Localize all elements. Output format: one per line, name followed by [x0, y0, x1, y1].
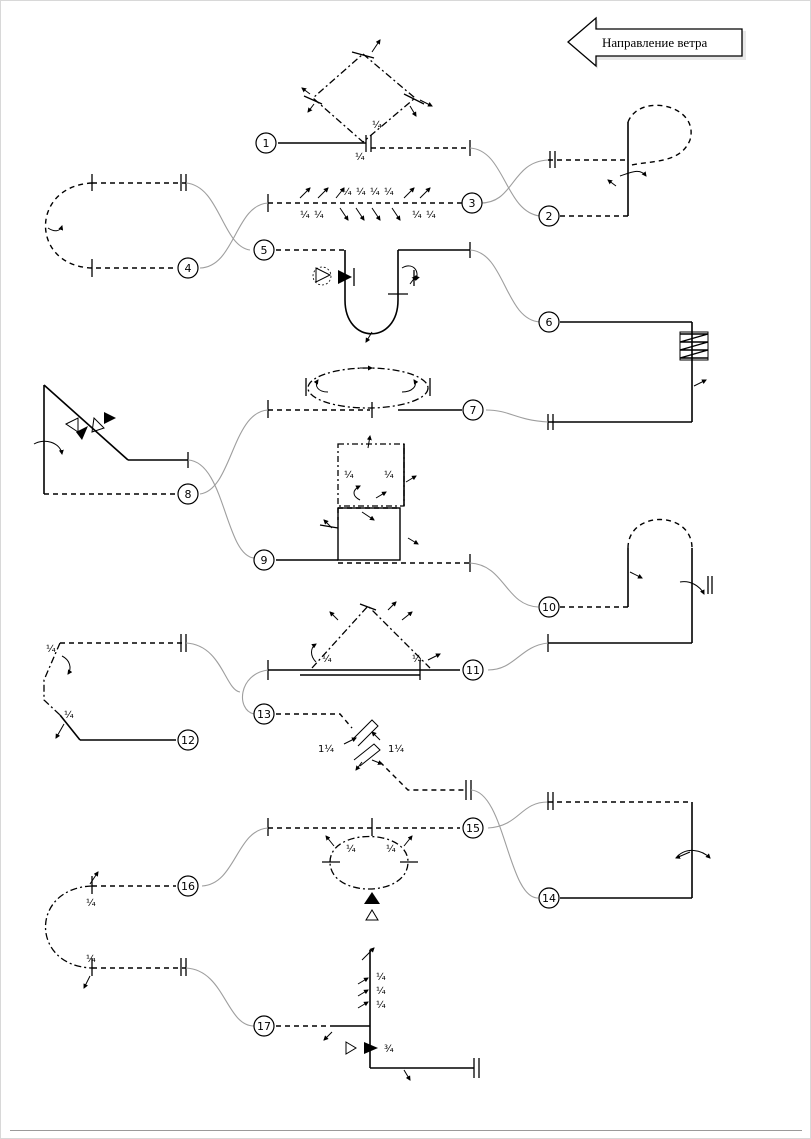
wind-direction-banner: Направление ветра — [567, 16, 746, 69]
figure-number: 10 — [542, 601, 556, 614]
figure-number-marker: 15 — [462, 817, 484, 839]
figure-number: 7 — [470, 404, 477, 417]
fraction-label: ¼ — [346, 843, 356, 855]
diagram-group-1: ¼ ¼ ¼ ¼ ¼ ¼ ¼ ¼ ¼ ¼ — [45, 39, 692, 277]
figure-number: 2 — [546, 210, 553, 223]
fraction-label: ¼ — [384, 186, 394, 198]
figure-number: 6 — [546, 316, 553, 329]
figure-number-marker: 3 — [461, 192, 483, 214]
figure-number-marker: 7 — [462, 399, 484, 421]
fraction-label: ¾ — [384, 1044, 394, 1055]
figure-number: 4 — [185, 262, 192, 275]
diagram-group-2 — [276, 242, 709, 430]
fraction-label: ¼ — [64, 709, 74, 721]
fraction-label: ¼ — [386, 843, 396, 855]
figure-number-marker: 9 — [253, 549, 275, 571]
fraction-label: 1¼ — [388, 743, 404, 755]
fraction-label: ¼ — [46, 643, 56, 655]
figure-number: 12 — [181, 734, 195, 747]
diagram-group-5: ¼ ¼ ¼ ¼ — [45, 792, 711, 1027]
figure-number: 17 — [257, 1020, 271, 1033]
fraction-label: ¼ — [376, 971, 386, 983]
fraction-label: ¼ — [376, 985, 386, 997]
figure-number-marker: 2 — [538, 205, 560, 227]
figure-number-marker: 10 — [538, 596, 560, 618]
diagram-group-3: ¼ ¼ — [33, 365, 713, 671]
fraction-label: ¼ — [376, 999, 386, 1011]
figure-number-marker: 6 — [538, 311, 560, 333]
figure-number-marker: 5 — [253, 239, 275, 261]
figure-number-marker: 12 — [177, 729, 199, 751]
figure-number-marker: 14 — [538, 887, 560, 909]
fraction-label: ¼ — [372, 119, 382, 131]
fraction-label: ¼ — [344, 469, 354, 481]
figure-number: 14 — [542, 892, 556, 905]
figure-number: 13 — [257, 708, 271, 721]
figure-number: 9 — [261, 554, 268, 567]
fraction-label: ¼ — [412, 653, 422, 665]
fraction-label: ¼ — [384, 469, 394, 481]
fraction-label: ¼ — [300, 209, 310, 221]
figure-number-marker: 1 — [255, 132, 277, 154]
fraction-label: 1¼ — [318, 743, 334, 755]
figure-number-marker: 13 — [253, 703, 275, 725]
figure-number-marker: 4 — [177, 257, 199, 279]
diagram-group-4: ¼ ¼ ¼ ¼ 1¼ 1¼ — [43, 601, 539, 899]
figure-number: 11 — [466, 664, 480, 677]
figure-number: 15 — [466, 822, 480, 835]
bottom-rule — [10, 1130, 802, 1131]
fraction-label: ¼ — [314, 209, 324, 221]
fraction-label: ¼ — [412, 209, 422, 221]
figure-number: 16 — [181, 880, 195, 893]
fraction-label: ¼ — [86, 897, 96, 909]
number-markers: 1 2 3 4 5 6 7 8 9 10 11 12 13 14 15 16 1… — [177, 132, 560, 1037]
row-arrows-3 — [299, 187, 431, 221]
figure-number-marker: 8 — [177, 483, 199, 505]
fraction-label: ¼ — [370, 186, 380, 198]
figure-number: 5 — [261, 244, 268, 257]
figure-number-marker: 17 — [253, 1015, 275, 1037]
figure-number: 3 — [469, 197, 476, 210]
fraction-label: ¼ — [356, 186, 366, 198]
diagram-group-6: ¼ ¼ ¼ ¾ — [276, 947, 480, 1081]
figure-number: 1 — [263, 137, 270, 150]
fraction-label: ¼ — [355, 151, 365, 163]
figure-number-marker: 16 — [177, 875, 199, 897]
fraction-label: ¼ — [426, 209, 436, 221]
figure-number-marker: 11 — [462, 659, 484, 681]
wind-direction-label: Направление ветра — [602, 35, 708, 50]
fraction-label: ¼ — [322, 653, 332, 665]
fraction-label: ¼ — [342, 186, 352, 198]
diamond-course — [312, 53, 417, 143]
fraction-label: ¼ — [86, 953, 96, 965]
figure-number: 8 — [185, 488, 192, 501]
